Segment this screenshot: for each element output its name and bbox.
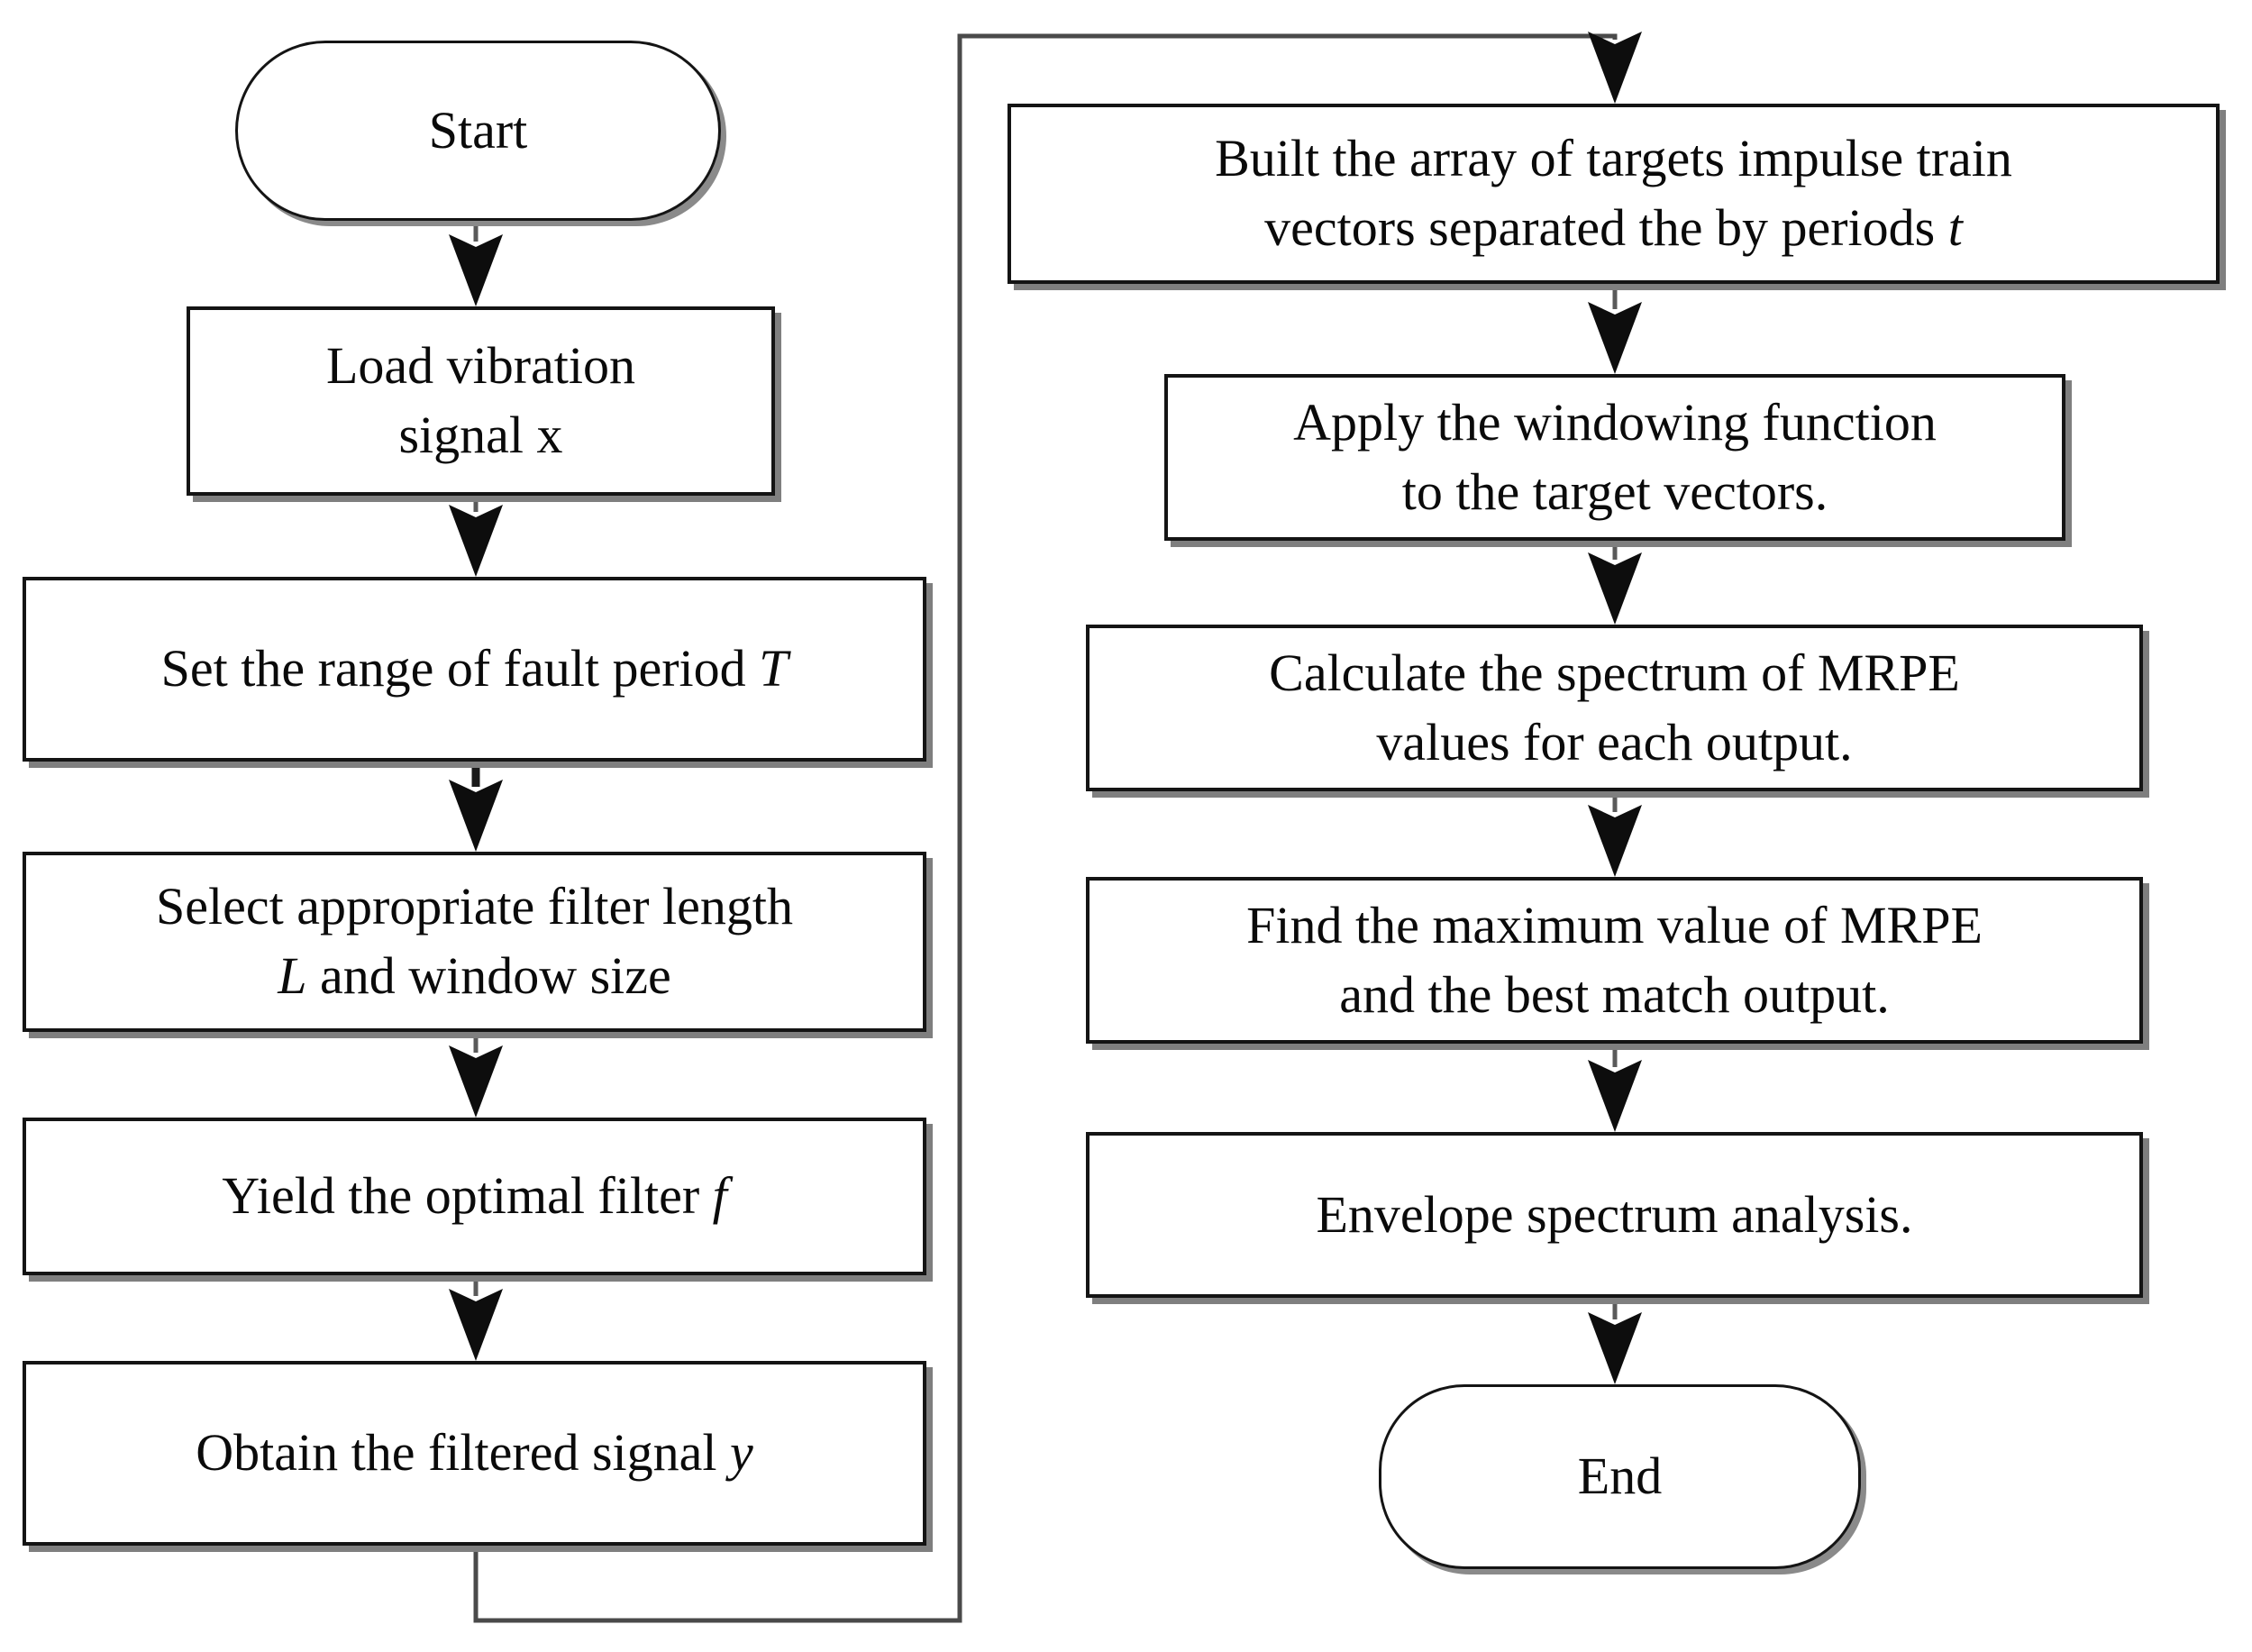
yield-optimal-filter-node: Yield the optimal filter f (23, 1118, 926, 1275)
set-fault-period-range-node: Set the range of fault period T (23, 577, 926, 762)
build-impulse-train-array-node: Built the array of targets impulse train… (1007, 104, 2220, 284)
apply-windowing-function-node: Apply the windowing function to the targ… (1164, 374, 2065, 541)
node-text: vectors separated the by periods (1264, 198, 1948, 257)
node-text-line: Calculate the spectrum of MRPE (1269, 643, 1960, 702)
arrowhead-down-icon (1588, 1060, 1642, 1132)
arrowhead-down-icon (1588, 552, 1642, 625)
node-text-line: Select appropriate filter length (156, 877, 793, 936)
node-text: Set the range of fault period (160, 639, 760, 698)
arrowhead-down-icon (1588, 805, 1642, 877)
node-text: and window size (306, 946, 671, 1005)
arrowhead-down-icon (449, 234, 503, 306)
node-text: Yield the optimal filter (222, 1166, 713, 1226)
arrowhead-down-icon (449, 1289, 503, 1361)
node-text-line: to the target vectors. (1401, 461, 1828, 521)
node-text-line: Envelope spectrum analysis. (1316, 1184, 1913, 1244)
math-variable: L (278, 946, 307, 1005)
node-text-line: Apply the windowing function (1293, 392, 1937, 452)
node-text-line: L and window size (278, 942, 671, 1011)
node-text-line: Load vibration (325, 336, 636, 396)
arrowhead-down-icon (449, 1045, 503, 1118)
math-variable: y (729, 1423, 753, 1483)
envelope-spectrum-analysis-node: Envelope spectrum analysis. (1086, 1132, 2143, 1298)
arrowhead-down-icon (449, 780, 503, 852)
arrowhead-down-icon (1588, 302, 1642, 374)
start-node: Start (235, 41, 721, 221)
find-max-mrpe-node: Find the maximum value of MRPE and the b… (1086, 877, 2143, 1044)
math-variable: T (759, 639, 789, 698)
math-variable: t (1947, 198, 1963, 257)
node-text: Obtain the filtered signal (196, 1423, 730, 1483)
node-text-line: Obtain the filtered signal y (196, 1419, 752, 1488)
math-variable: f (712, 1166, 727, 1226)
node-text-line: Set the range of fault period T (161, 634, 789, 704)
node-text-line: Built the array of targets impulse train (1215, 129, 2012, 188)
node-text-line: Yield the optimal filter f (222, 1162, 727, 1231)
arrowhead-down-icon (1588, 32, 1642, 104)
end-label: End (1577, 1447, 1663, 1506)
node-text-line: Find the maximum value of MRPE (1246, 895, 1983, 954)
node-text-line: values for each output. (1376, 712, 1853, 771)
select-filter-length-node: Select appropriate filter length L and w… (23, 852, 926, 1032)
obtain-filtered-signal-node: Obtain the filtered signal y (23, 1361, 926, 1546)
node-text-line: vectors separated the by periods t (1264, 194, 1963, 263)
node-text-line: and the best match output. (1339, 964, 1890, 1024)
arrowhead-down-icon (449, 505, 503, 577)
node-text-line: signal x (398, 406, 563, 464)
end-node: End (1379, 1384, 1861, 1569)
calculate-mrpe-spectrum-node: Calculate the spectrum of MRPE values fo… (1086, 625, 2143, 791)
arrowhead-down-icon (1588, 1312, 1642, 1384)
start-label: Start (428, 100, 528, 160)
load-vibration-signal-node: Load vibration signal x (187, 306, 775, 496)
